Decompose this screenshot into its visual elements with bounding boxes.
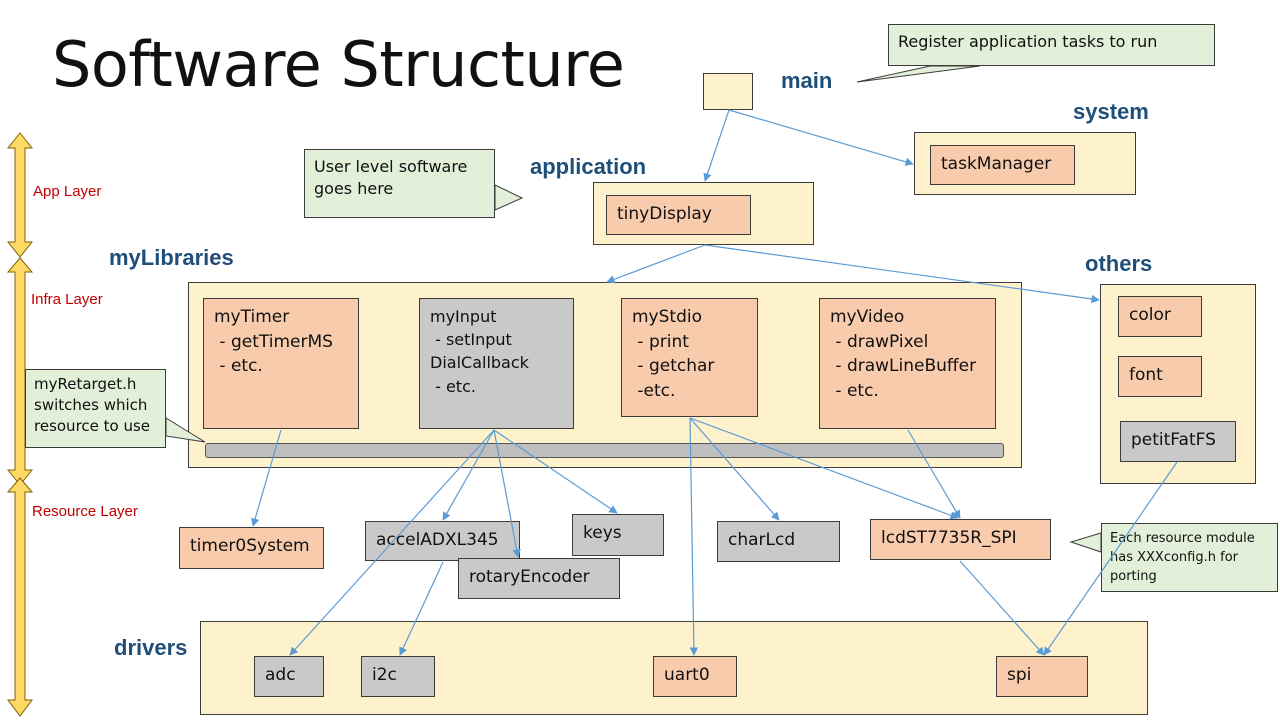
arrow-mystdio-to-lcd — [689, 417, 959, 520]
note-user-level: User level software goes here — [304, 149, 495, 218]
arrow-myvideo-to-lcd — [907, 429, 961, 519]
arrow-petitfatfs-to-spi — [1043, 461, 1178, 656]
module-mystdio: myStdio - print - getchar -etc. — [621, 298, 758, 417]
module-font: font — [1118, 356, 1202, 397]
retarget-bar — [205, 443, 1004, 458]
arrow-mystdio-to-charlcd — [689, 417, 780, 521]
arrow-tinydisplay-to-others — [704, 244, 1100, 304]
infra-layer-label: Infra Layer — [31, 291, 103, 308]
module-charlcd: charLcd — [717, 521, 840, 562]
module-taskmanager: taskManager — [930, 145, 1075, 185]
module-rotaryencoder: rotaryEncoder — [458, 558, 620, 599]
group-label-mylibraries: myLibraries — [109, 245, 234, 270]
retarget-note-tail — [165, 417, 206, 443]
module-myinput: myInput - setInput DialCallback - etc. — [419, 298, 574, 429]
note-retarget: myRetarget.h switches which resource to … — [25, 369, 166, 448]
module-acceladxl345: accelADXL345 — [365, 521, 520, 561]
arrow-lcd-to-spi — [959, 560, 1045, 656]
arrow-tinydisplay-to-mylibraries — [606, 244, 706, 284]
group-label-application: application — [530, 154, 647, 179]
module-tinydisplay: tinyDisplay — [606, 195, 751, 235]
main-box — [703, 73, 753, 110]
arrow-myinput-to-adc — [289, 429, 495, 656]
note-register-tasks: Register application tasks to run — [888, 24, 1215, 66]
arrow-myinput-to-keys — [493, 429, 618, 514]
module-mytimer: myTimer - getTimerMS - etc. — [203, 298, 359, 429]
module-adc: adc — [254, 656, 324, 697]
module-uart0: uart0 — [653, 656, 737, 697]
module-lcdst7735r-spi: lcdST7735R_SPI — [870, 519, 1051, 560]
note-resource-config: Each resource module has XXXconfig.h for… — [1101, 523, 1278, 592]
module-i2c: i2c — [361, 656, 435, 697]
group-label-main: main — [781, 68, 833, 93]
resource-layer-arrow — [6, 477, 34, 717]
module-spi: spi — [996, 656, 1088, 697]
group-label-others: others — [1085, 251, 1153, 276]
arrow-mystdio-to-uart0 — [689, 417, 699, 656]
group-label-system: system — [1073, 99, 1149, 124]
page-title: Software Structure — [52, 28, 625, 101]
arrow-main-to-taskmanager — [728, 109, 914, 166]
module-color: color — [1118, 296, 1202, 337]
resource-layer-label: Resource Layer — [32, 503, 138, 520]
group-label-drivers: drivers — [114, 635, 188, 660]
arrow-mytimer-to-timer0system — [251, 429, 282, 527]
user-note-tail — [494, 184, 524, 211]
arrow-main-to-tinydisplay — [703, 109, 730, 182]
module-myvideo: myVideo - drawPixel - drawLineBuffer - e… — [819, 298, 996, 429]
module-timer0system: timer0System — [179, 527, 324, 569]
app-layer-arrow — [6, 132, 34, 258]
arrow-myinput-to-accel — [442, 429, 495, 521]
app-layer-label: App Layer — [33, 183, 102, 200]
arrow-myinput-to-rotary — [493, 429, 521, 558]
module-petitfatfs: petitFatFS — [1120, 421, 1236, 462]
module-keys: keys — [572, 514, 664, 556]
register-note-tail — [856, 65, 981, 83]
arrow-accel-to-i2c — [399, 561, 444, 656]
